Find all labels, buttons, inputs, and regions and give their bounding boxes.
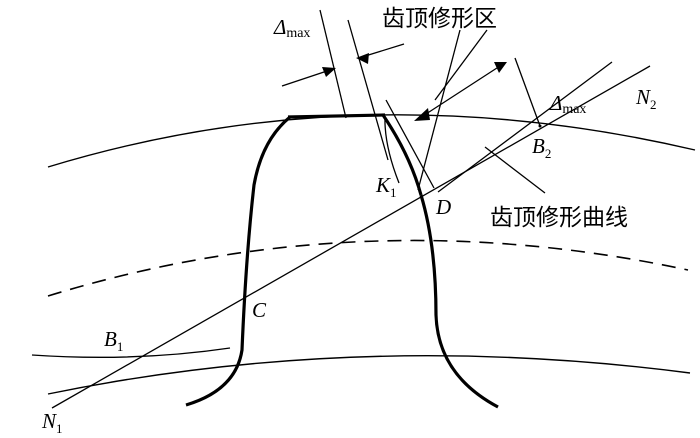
zone-leader-3 xyxy=(385,99,435,189)
delta-extension-line-left xyxy=(319,9,347,119)
delta-right-arrowhead-lower xyxy=(414,108,430,121)
d-label: D xyxy=(435,195,451,219)
c-label: C xyxy=(252,298,267,322)
tooth-top-land xyxy=(287,113,386,119)
delta-right-extension xyxy=(514,57,541,127)
n2-label: N2 xyxy=(635,85,657,112)
delta-right-arrow-shaft xyxy=(425,65,501,115)
zone-leader-2 xyxy=(434,29,488,101)
point-b2-mark xyxy=(538,124,542,128)
zone-leader-1 xyxy=(417,29,461,191)
n1-label: N1 xyxy=(41,409,63,436)
root-circle-arc xyxy=(47,355,691,395)
curve-leader xyxy=(484,146,546,194)
delta-arrow-left xyxy=(281,69,331,87)
line-to-d xyxy=(437,61,613,193)
tooth-original-profile xyxy=(384,115,400,184)
delta-arrowhead-left xyxy=(322,67,336,77)
b2-label: B2 xyxy=(532,134,551,161)
delta-max-right-label: Δmax xyxy=(549,91,586,117)
pitch-circle-arc xyxy=(47,239,689,297)
tooth-right-flank xyxy=(419,194,499,409)
k1-label: K1 xyxy=(375,173,397,200)
delta-right-arrowhead-upper xyxy=(494,62,507,73)
b1-label: B1 xyxy=(104,327,123,354)
line-of-action xyxy=(51,65,651,409)
delta-arrowhead-right xyxy=(356,53,369,64)
delta-extension-line-right xyxy=(347,19,389,161)
delta-max-top-label: Δmax xyxy=(273,15,310,41)
delta-arrow-right xyxy=(361,43,405,58)
addendum-circle-arc xyxy=(47,114,696,168)
relief-zone-label: 齿顶修形区 xyxy=(382,6,497,32)
b1-arc xyxy=(31,347,231,358)
relief-curve-label: 齿顶修形曲线 xyxy=(490,205,628,231)
tooth-left-flank xyxy=(185,115,292,407)
